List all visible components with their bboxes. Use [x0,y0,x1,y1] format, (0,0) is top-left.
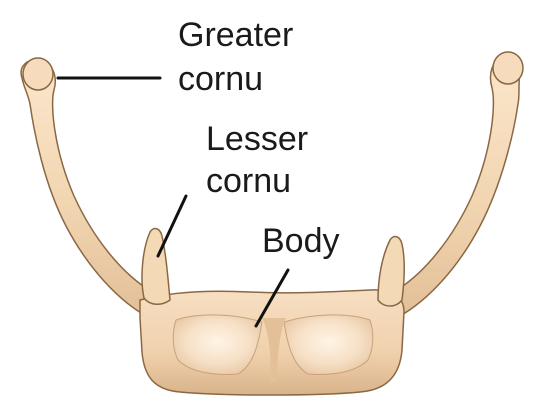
lesser-cornu-label-line2: cornu [206,162,291,200]
lesser-cornu-label-line1: Lesser [206,120,308,158]
left-greater-cornu-tip [23,58,53,90]
lesser-cornu-leader-line [158,196,186,256]
greater-cornu-label-line2: cornu [178,60,263,98]
body-label: Body [262,222,340,260]
right-lesser-cornu [378,237,404,306]
right-greater-cornu-tip [493,52,523,84]
greater-cornu-label-line1: Greater [178,16,293,54]
